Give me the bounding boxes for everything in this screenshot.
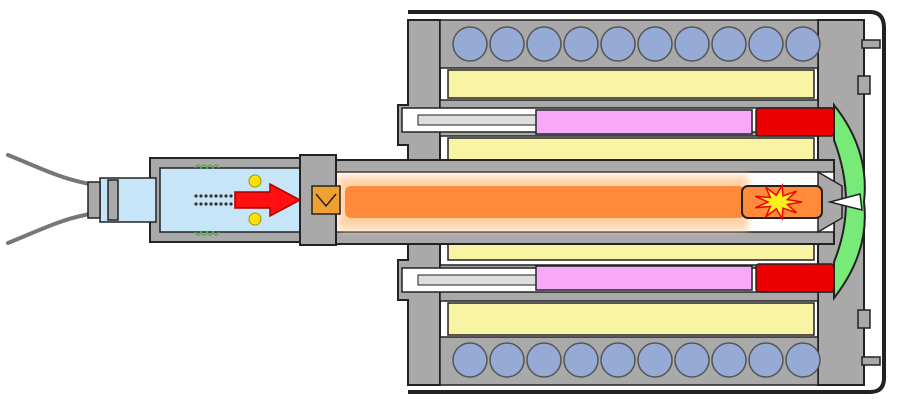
spring-dot: [219, 202, 223, 206]
round-cell-row-top: [452, 26, 821, 62]
round-cell: [637, 26, 673, 62]
round-cell: [674, 342, 710, 378]
cable-upper: [6, 153, 94, 187]
rod-shaft-bottom: [417, 274, 539, 286]
cap-spike: [827, 193, 863, 211]
bracket-top-plate: [861, 39, 881, 49]
round-cell: [711, 342, 747, 378]
spring-dot: [219, 194, 223, 198]
spring-dot: [199, 194, 203, 198]
housing-outline: [408, 10, 886, 394]
bracket-top-stem: [857, 75, 871, 95]
orange-channel: [338, 176, 748, 230]
round-cell: [526, 26, 562, 62]
bracket-bottom: [857, 309, 881, 366]
bracket-bottom-plate: [861, 356, 881, 366]
round-cell: [748, 342, 784, 378]
yellow-dot-top: [248, 174, 262, 188]
spring-dot: [204, 194, 208, 198]
spring-dot: [209, 202, 213, 206]
red-block-bottom: [755, 263, 835, 293]
spring-dot: [199, 202, 203, 206]
round-cell-row-bottom: [452, 342, 821, 378]
coil-lower: [194, 230, 220, 236]
bracket-top: [857, 39, 881, 95]
red-block-top: [755, 107, 835, 137]
round-cell: [748, 26, 784, 62]
clamp-post-1: [87, 181, 101, 219]
round-cell: [563, 26, 599, 62]
pink-rod-top: [535, 109, 753, 135]
burst-star: [755, 183, 803, 221]
round-cell: [600, 342, 636, 378]
pink-rods: [535, 109, 753, 291]
round-cell: [785, 26, 821, 62]
cylinder-1: [447, 69, 815, 99]
round-cell: [711, 26, 747, 62]
coil-upper: [194, 164, 220, 170]
cables: [6, 153, 94, 245]
coil-lower-path: [194, 230, 220, 236]
round-cell: [785, 342, 821, 378]
spring-dot: [214, 194, 218, 198]
spring-dot: [229, 194, 233, 198]
round-cell: [674, 26, 710, 62]
round-cell: [489, 342, 525, 378]
rod-shaft-top: [417, 114, 539, 126]
spring-dot: [204, 202, 208, 206]
dot-spring: [194, 194, 233, 206]
cable-clamp: [87, 179, 119, 221]
cylinder-4: [447, 302, 815, 336]
spring-dot: [224, 194, 228, 198]
round-cell: [452, 342, 488, 378]
coupler-body: [311, 185, 341, 215]
round-cell: [600, 26, 636, 62]
spring-dot: [214, 202, 218, 206]
cable-lower: [6, 211, 94, 245]
pink-rod-bottom: [535, 265, 753, 291]
spring-dot: [209, 194, 213, 198]
spring-dot: [224, 202, 228, 206]
coupler: [311, 185, 341, 215]
round-cell: [526, 342, 562, 378]
burst-mark: [741, 183, 823, 221]
coil-upper-path: [194, 164, 220, 170]
clamp-post-2: [107, 179, 119, 221]
yellow-dot-bottom: [248, 212, 262, 226]
round-cell: [489, 26, 525, 62]
channel-core: [345, 186, 745, 218]
bracket-bottom-stem: [857, 309, 871, 329]
round-cell: [452, 26, 488, 62]
red-arrow: [234, 182, 302, 218]
round-cell: [637, 342, 673, 378]
round-cell: [563, 342, 599, 378]
spring-dot: [194, 194, 198, 198]
spring-dot: [194, 202, 198, 206]
coupler-mark: [315, 193, 337, 208]
spring-dot: [229, 202, 233, 206]
blue-head-assembly: [87, 154, 341, 246]
